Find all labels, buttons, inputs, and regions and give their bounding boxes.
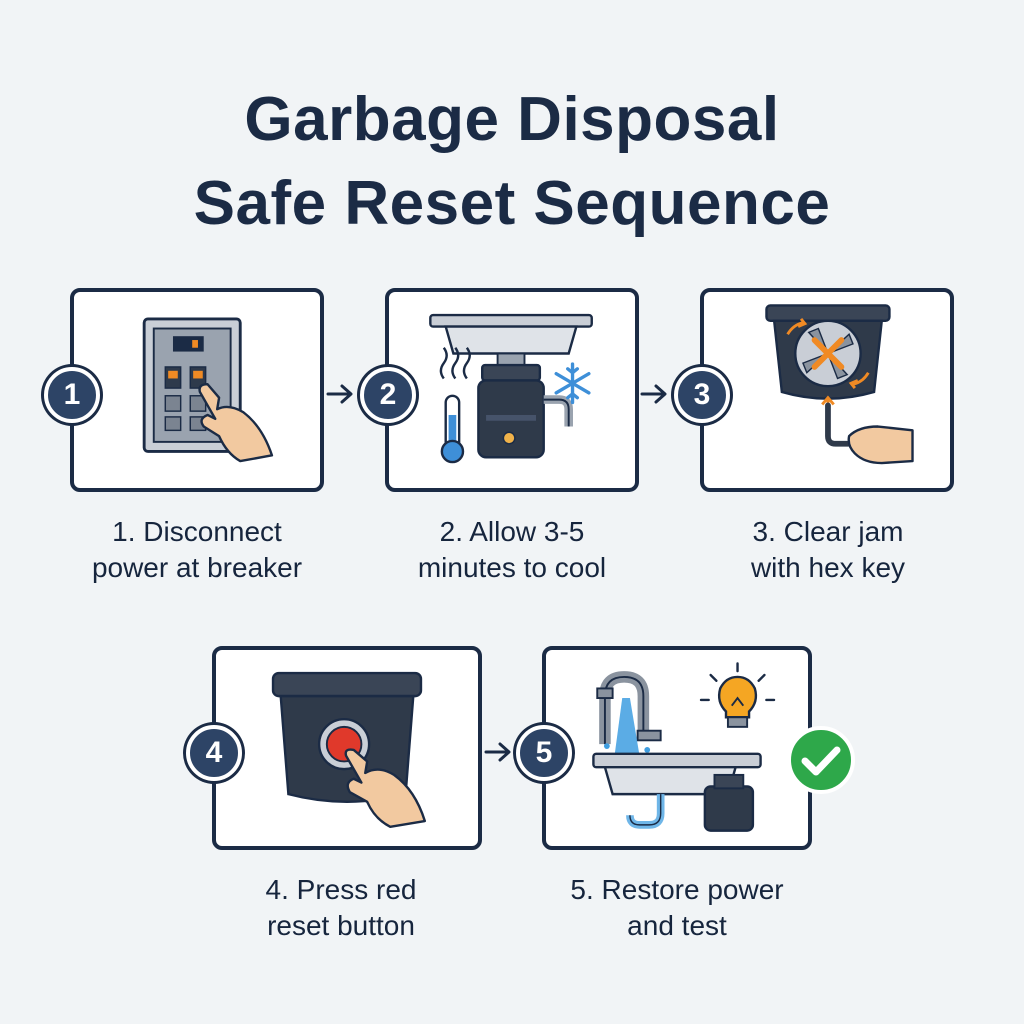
step-2-caption-line-1: 2. Allow 3-5 xyxy=(439,516,585,547)
hex-key-jam-icon xyxy=(765,304,914,465)
step-2-card xyxy=(385,288,639,492)
step-1-badge: 1 xyxy=(44,367,100,423)
arrow-right-icon xyxy=(326,384,353,404)
step-3-caption-line-2: with hex key xyxy=(750,552,906,583)
step-1-card xyxy=(70,288,324,492)
faucet-test-check-icon xyxy=(592,662,776,832)
step-4-badge: 4 xyxy=(186,725,242,781)
arrow-right-icon xyxy=(484,742,511,762)
step-4-caption: 4. Press red reset button xyxy=(201,872,481,944)
step-5-card xyxy=(542,646,812,850)
step-2-caption-line-2: minutes to cool xyxy=(417,552,607,583)
title-line-2: Safe Reset Sequence xyxy=(193,169,831,238)
title-line-1: Garbage Disposal xyxy=(244,85,780,154)
step-1-caption-line-1: 1. Disconnect xyxy=(112,516,282,547)
page-title: Garbage Disposal Safe Reset Sequence xyxy=(0,78,1024,246)
step-2-caption: 2. Allow 3-5 minutes to cool xyxy=(372,514,652,586)
step-1-caption: 1. Disconnect power at breaker xyxy=(57,514,337,586)
step-3-card xyxy=(700,288,954,492)
step-5-badge: 5 xyxy=(516,725,572,781)
disposal-cooling-icon xyxy=(429,313,593,464)
step-3-badge: 3 xyxy=(674,367,730,423)
arrow-right-icon xyxy=(640,384,667,404)
breaker-panel-hand-icon xyxy=(142,317,274,463)
checkmark-icon xyxy=(787,726,855,794)
step-2-badge: 2 xyxy=(360,367,416,423)
step-4-caption-line-1: 4. Press red xyxy=(265,874,417,905)
reset-button-press-icon xyxy=(271,671,427,828)
step-1-caption-line-2: power at breaker xyxy=(91,552,303,583)
step-3-caption-line-1: 3. Clear jam xyxy=(752,516,904,547)
step-5-caption-line-2: and test xyxy=(627,910,727,941)
step-4-caption-line-2: reset button xyxy=(267,910,415,941)
step-5-caption: 5. Restore power and test xyxy=(537,872,817,944)
step-5-caption-line-1: 5. Restore power xyxy=(570,874,784,905)
step-4-card xyxy=(212,646,482,850)
step-3-caption: 3. Clear jam with hex key xyxy=(688,514,968,586)
